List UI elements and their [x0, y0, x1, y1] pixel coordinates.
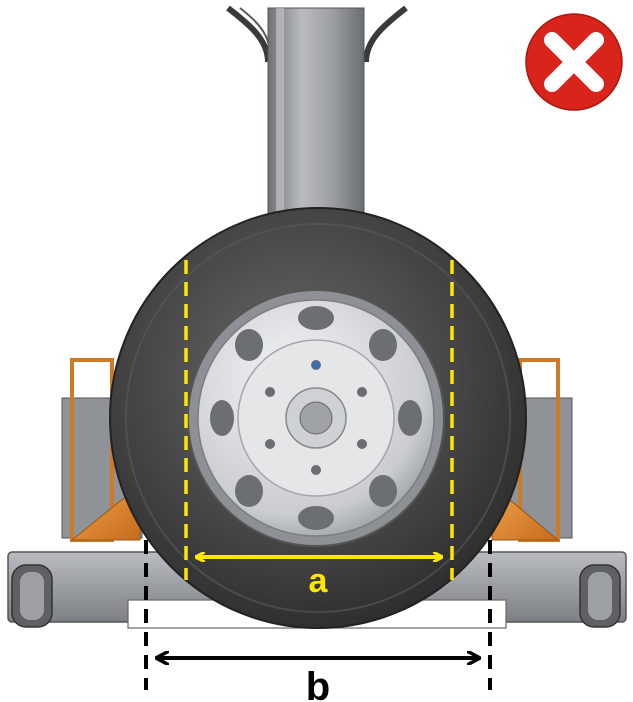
vertical-post [267, 7, 365, 237]
wheel-rim [187, 289, 445, 547]
dimension-a: a [184, 260, 454, 600]
close-icon [525, 13, 623, 111]
left-caster-wheel [11, 564, 53, 628]
right-caster-wheel [579, 564, 621, 628]
dimension-b-label: b [306, 665, 330, 702]
dimension-a-label: a [309, 562, 329, 600]
dimension-b: b [144, 540, 492, 702]
